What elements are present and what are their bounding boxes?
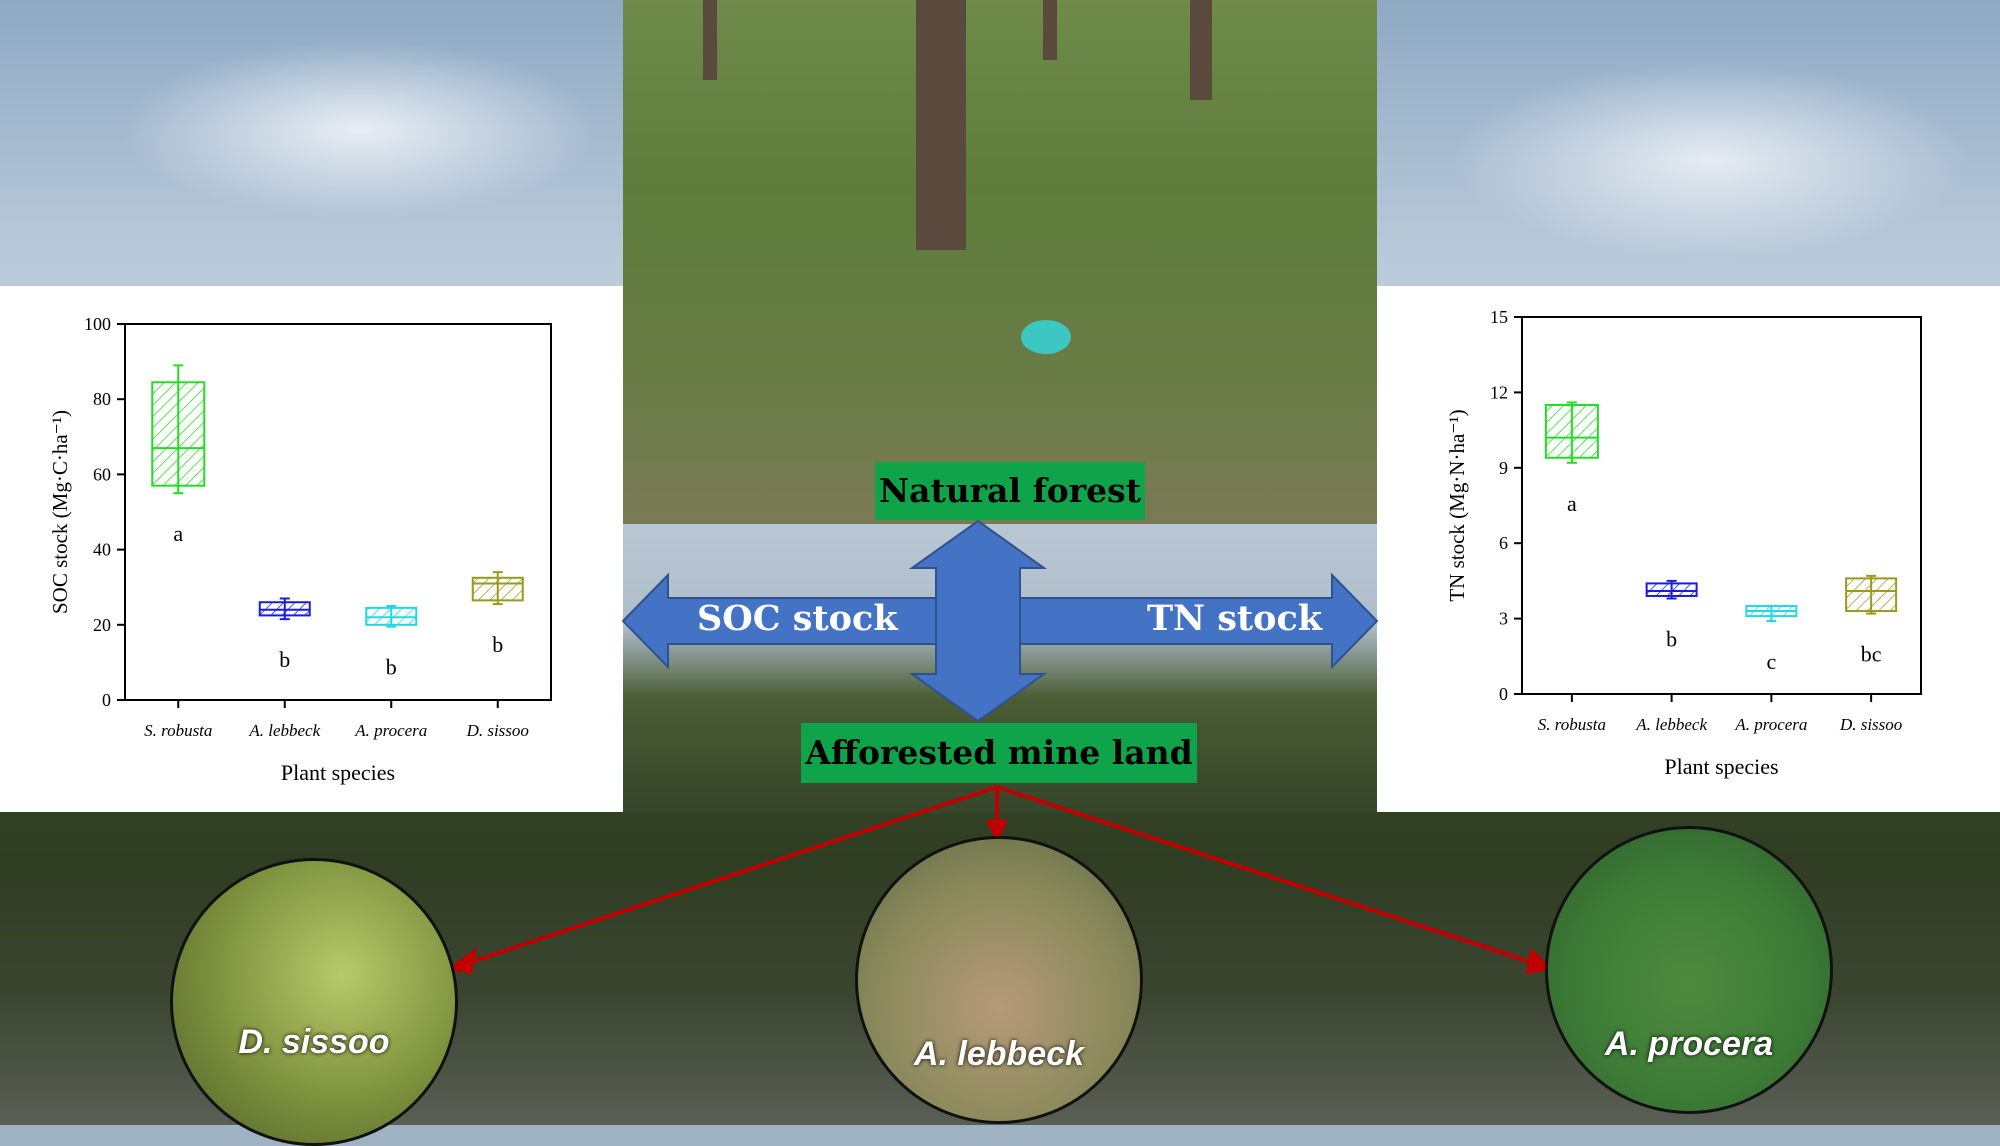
cloud [120,40,600,220]
x-tick-label: D. sissoo [1839,715,1902,734]
box [1544,403,1599,459]
cloud [1450,60,1970,260]
tn-stock-arrow-label: TN stock [1147,598,1322,639]
significance-letter: b [492,632,503,657]
significance-letter: a [1567,491,1577,516]
plot-frame [124,323,552,701]
x-tick-label: A. lebbeck [1635,715,1707,734]
a-procera-label: A. procera [1604,1025,1774,1063]
box [1645,582,1698,597]
x-tick-label: A. lebbeck [248,721,320,740]
y-tick-label: 0 [1499,684,1508,704]
significance-letter: a [173,521,183,546]
x-tick-label: A. procera [354,721,427,740]
y-tick-label: 12 [1490,382,1508,402]
y-axis-label: TN stock (Mg·N·ha⁻¹) [1445,409,1469,601]
y-tick-label: 0 [102,690,111,710]
significance-letter: b [386,655,397,680]
y-tick-label: 80 [93,389,111,409]
d-sissoo-label: D. sissoo [238,1023,390,1061]
significance-letter: c [1766,649,1776,674]
x-axis-label: Plant species [1664,754,1778,779]
soc-stock-arrow-label: SOC stock [697,598,898,639]
soil-ring [1021,320,1071,354]
significance-letter: b [279,647,290,672]
significance-letter: bc [1861,642,1882,667]
y-tick-label: 9 [1499,458,1508,478]
tn-chart-panel: 0 3 6 9 12 15 TN stock (Mg·N·ha⁻¹) Plant specie… [1377,286,2000,812]
a-lebbeck-label: A. lebbeck [913,1035,1085,1073]
x-tick-label: S. robusta [1538,715,1606,734]
x-tick-label: S. robusta [144,721,212,740]
box [151,381,206,487]
significance-letter: b [1666,626,1677,651]
tree-trunk [916,0,966,250]
y-tick-label: 20 [93,615,111,635]
y-axis-label: SOC stock (Mg·C·ha⁻¹) [48,410,72,614]
tree-trunk [1043,0,1057,60]
y-tick-label: 60 [93,464,111,484]
a-lebbeck-photo-circle: A. lebbeck [855,836,1143,1124]
afforested-mine-land-label: Afforested mine land [801,723,1197,783]
natural-forest-label: Natural forest [875,462,1145,520]
a-procera-photo-circle: A. procera [1545,826,1833,1114]
y-tick-label: 3 [1499,609,1508,629]
d-sissoo-photo-circle: D. sissoo [170,858,458,1146]
tn-stock-boxplot: 0 3 6 9 12 15 TN stock (Mg·N·ha⁻¹) Plant specie… [1445,307,1922,779]
x-tick-label: D. sissoo [466,721,529,740]
y-tick-label: 15 [1490,307,1508,327]
box [1845,577,1898,613]
vertical-double-arrow [908,519,1048,723]
plot-frame [1521,316,1922,695]
x-axis-label: Plant species [281,760,395,785]
y-tick-label: 100 [84,314,111,334]
y-tick-label: 40 [93,540,111,560]
tree-trunk [1190,0,1212,100]
tree-trunk [703,0,717,80]
x-tick-label: A. procera [1734,715,1807,734]
natural-forest-photo [623,0,1377,524]
y-tick-label: 6 [1499,533,1508,553]
mine-to-species-links [447,785,1555,975]
